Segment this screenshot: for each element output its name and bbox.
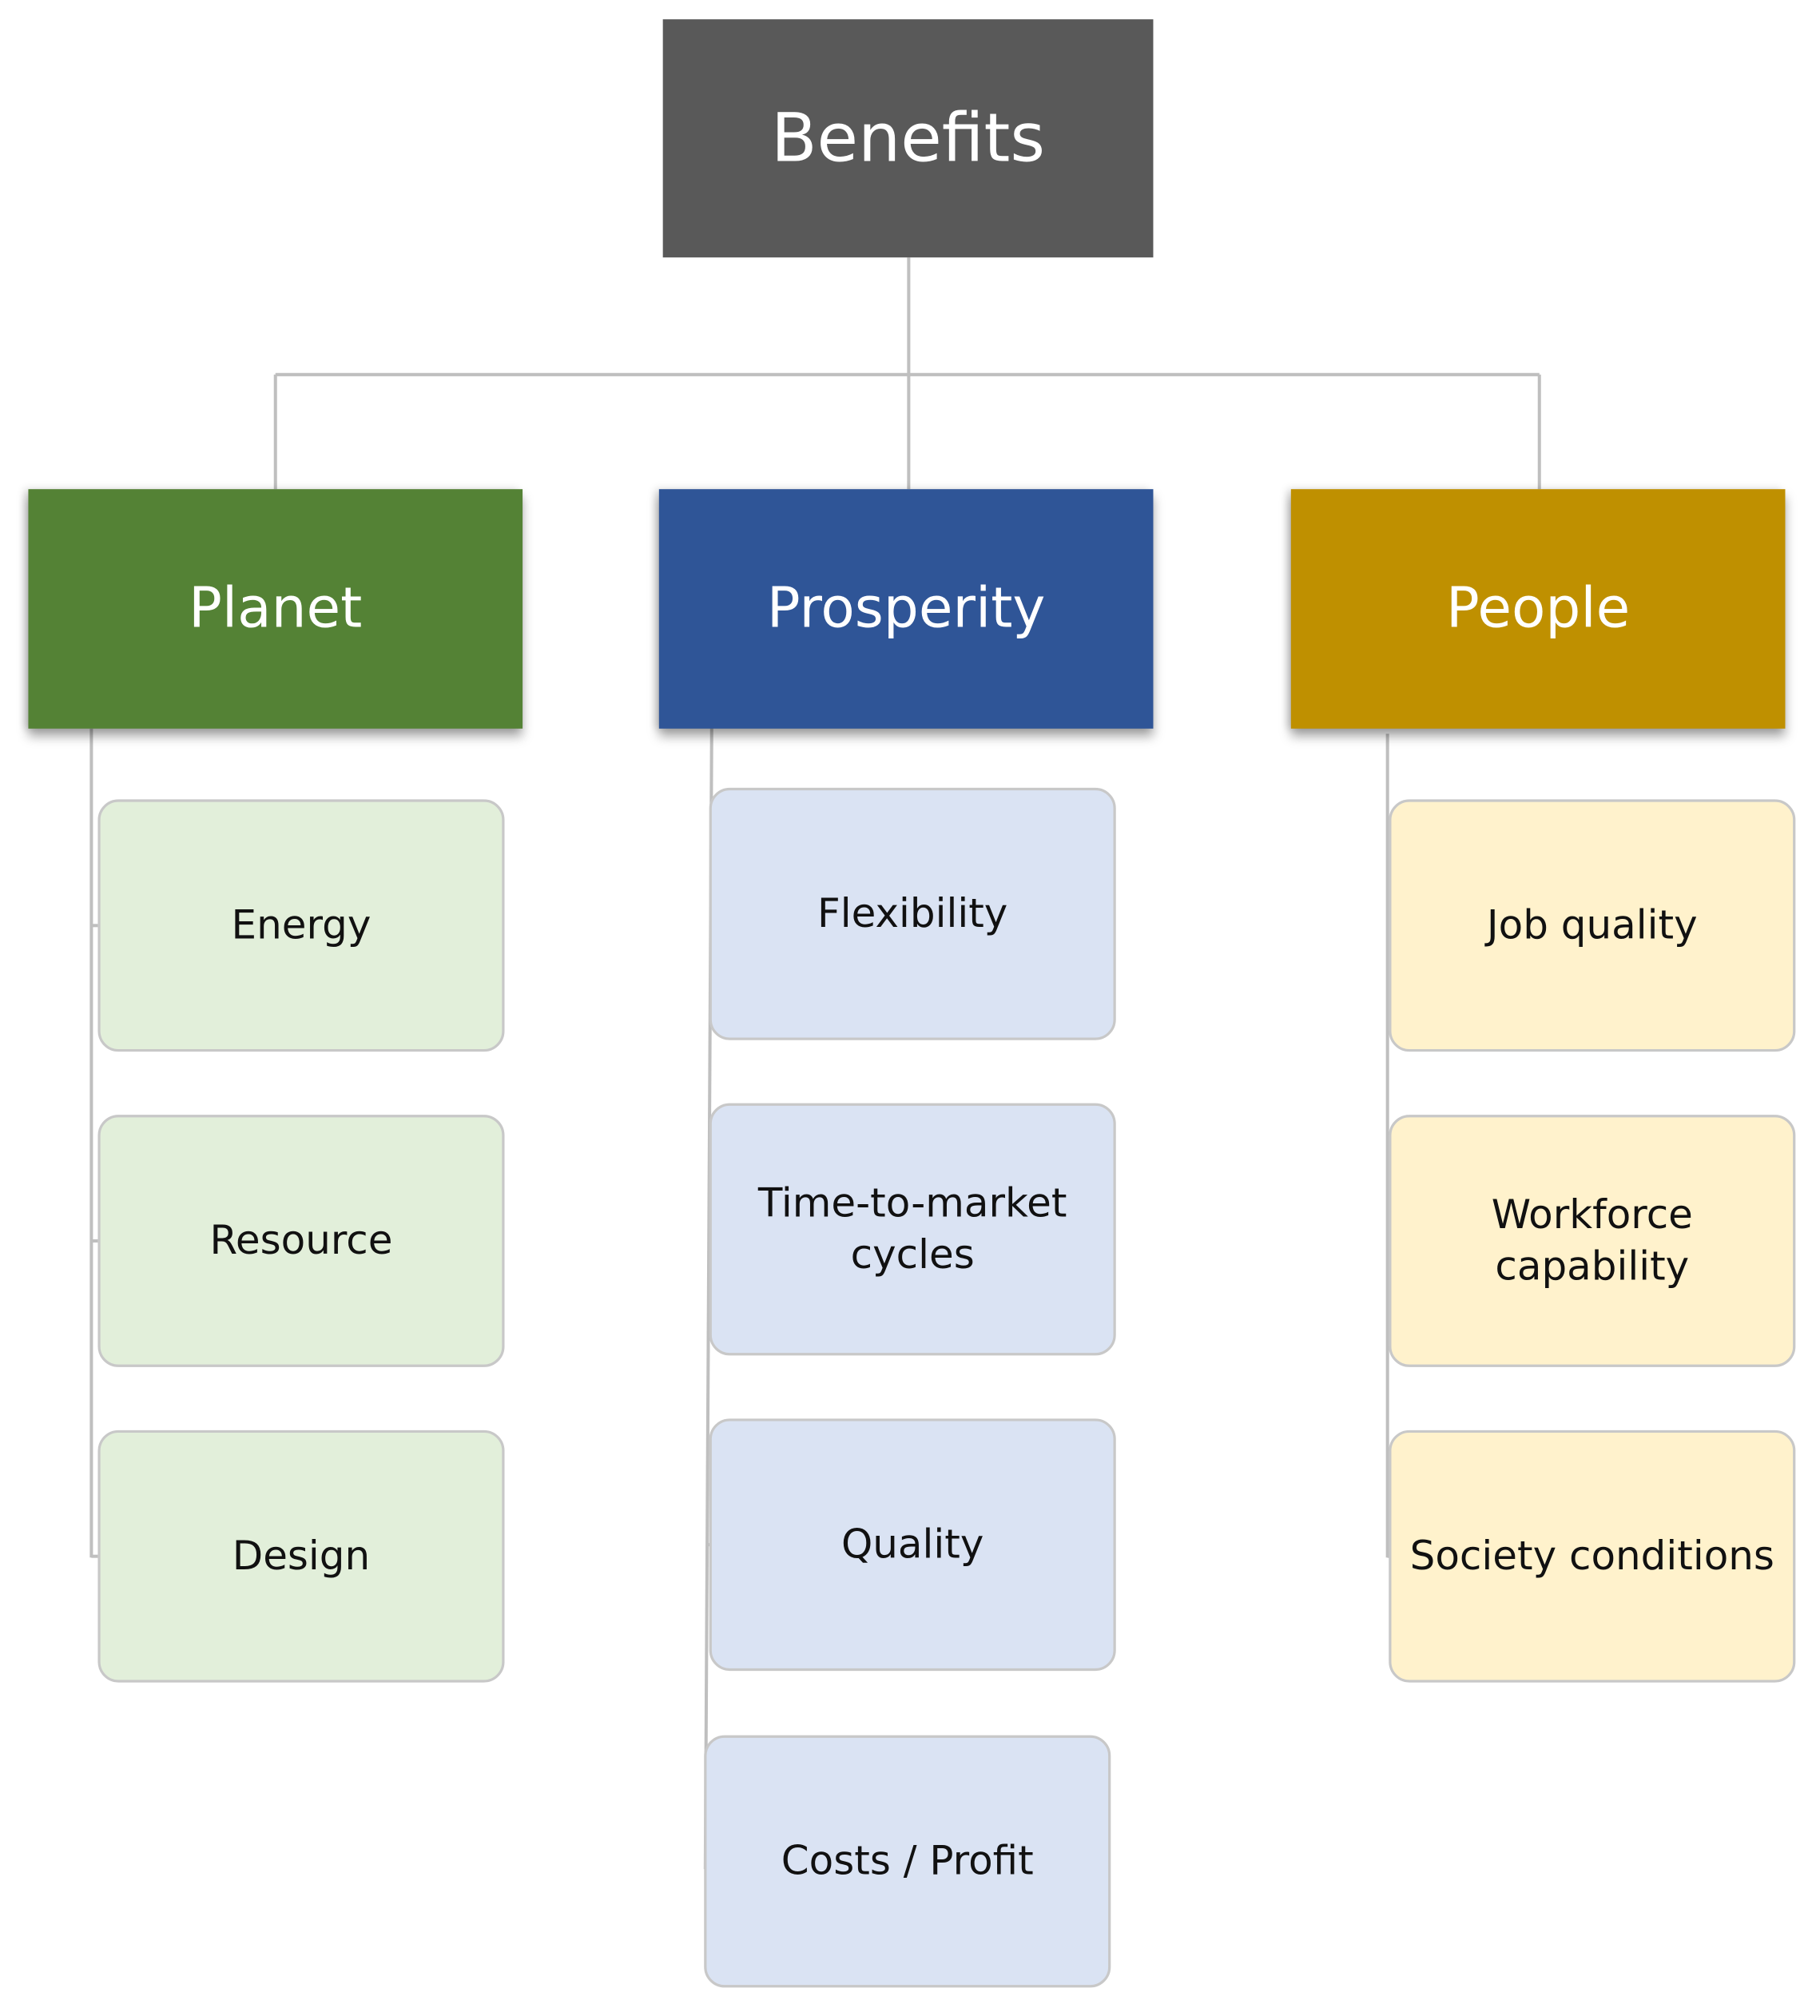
- leaf-node-resource: Resource: [97, 1115, 505, 1367]
- root-label: Benefits: [771, 99, 1046, 177]
- leaf-label: Costs / Profit: [781, 1838, 1034, 1885]
- leaf-label: Time-to-market cycles: [757, 1179, 1067, 1278]
- category-node-people: People: [1290, 489, 1786, 729]
- leaf-node-workforce-capability: Workforce capability: [1389, 1115, 1796, 1367]
- leaf-label: Quality: [840, 1521, 984, 1568]
- root-node-benefits: Benefits: [662, 19, 1154, 258]
- leaf-node-energy: Energy: [97, 799, 505, 1052]
- leaf-label: Society conditions: [1409, 1533, 1774, 1580]
- category-label-people: People: [1446, 576, 1631, 642]
- leaf-node-flexibility: Flexibility: [709, 787, 1116, 1040]
- leaf-node-society-conditions: Society conditions: [1389, 1429, 1796, 1683]
- leaf-label: Resource: [209, 1217, 393, 1264]
- leaf-label: Design: [232, 1533, 371, 1580]
- leaf-node-quality: Quality: [709, 1418, 1116, 1672]
- leaf-node-costs-profit: Costs / Profit: [704, 1735, 1111, 1988]
- leaf-label: Workforce capability: [1491, 1191, 1693, 1290]
- leaf-label: Job quality: [1486, 902, 1698, 949]
- leaf-node-job-quality: Job quality: [1389, 799, 1796, 1052]
- category-label-planet: Planet: [189, 576, 363, 642]
- leaf-node-design: Design: [97, 1429, 505, 1683]
- category-node-prosperity: Prosperity: [658, 489, 1154, 729]
- leaf-label: Energy: [231, 902, 372, 949]
- category-node-planet: Planet: [28, 489, 523, 729]
- leaf-label: Flexibility: [817, 890, 1008, 937]
- leaf-node-time-to-market: Time-to-market cycles: [709, 1103, 1116, 1356]
- category-label-prosperity: Prosperity: [766, 576, 1046, 642]
